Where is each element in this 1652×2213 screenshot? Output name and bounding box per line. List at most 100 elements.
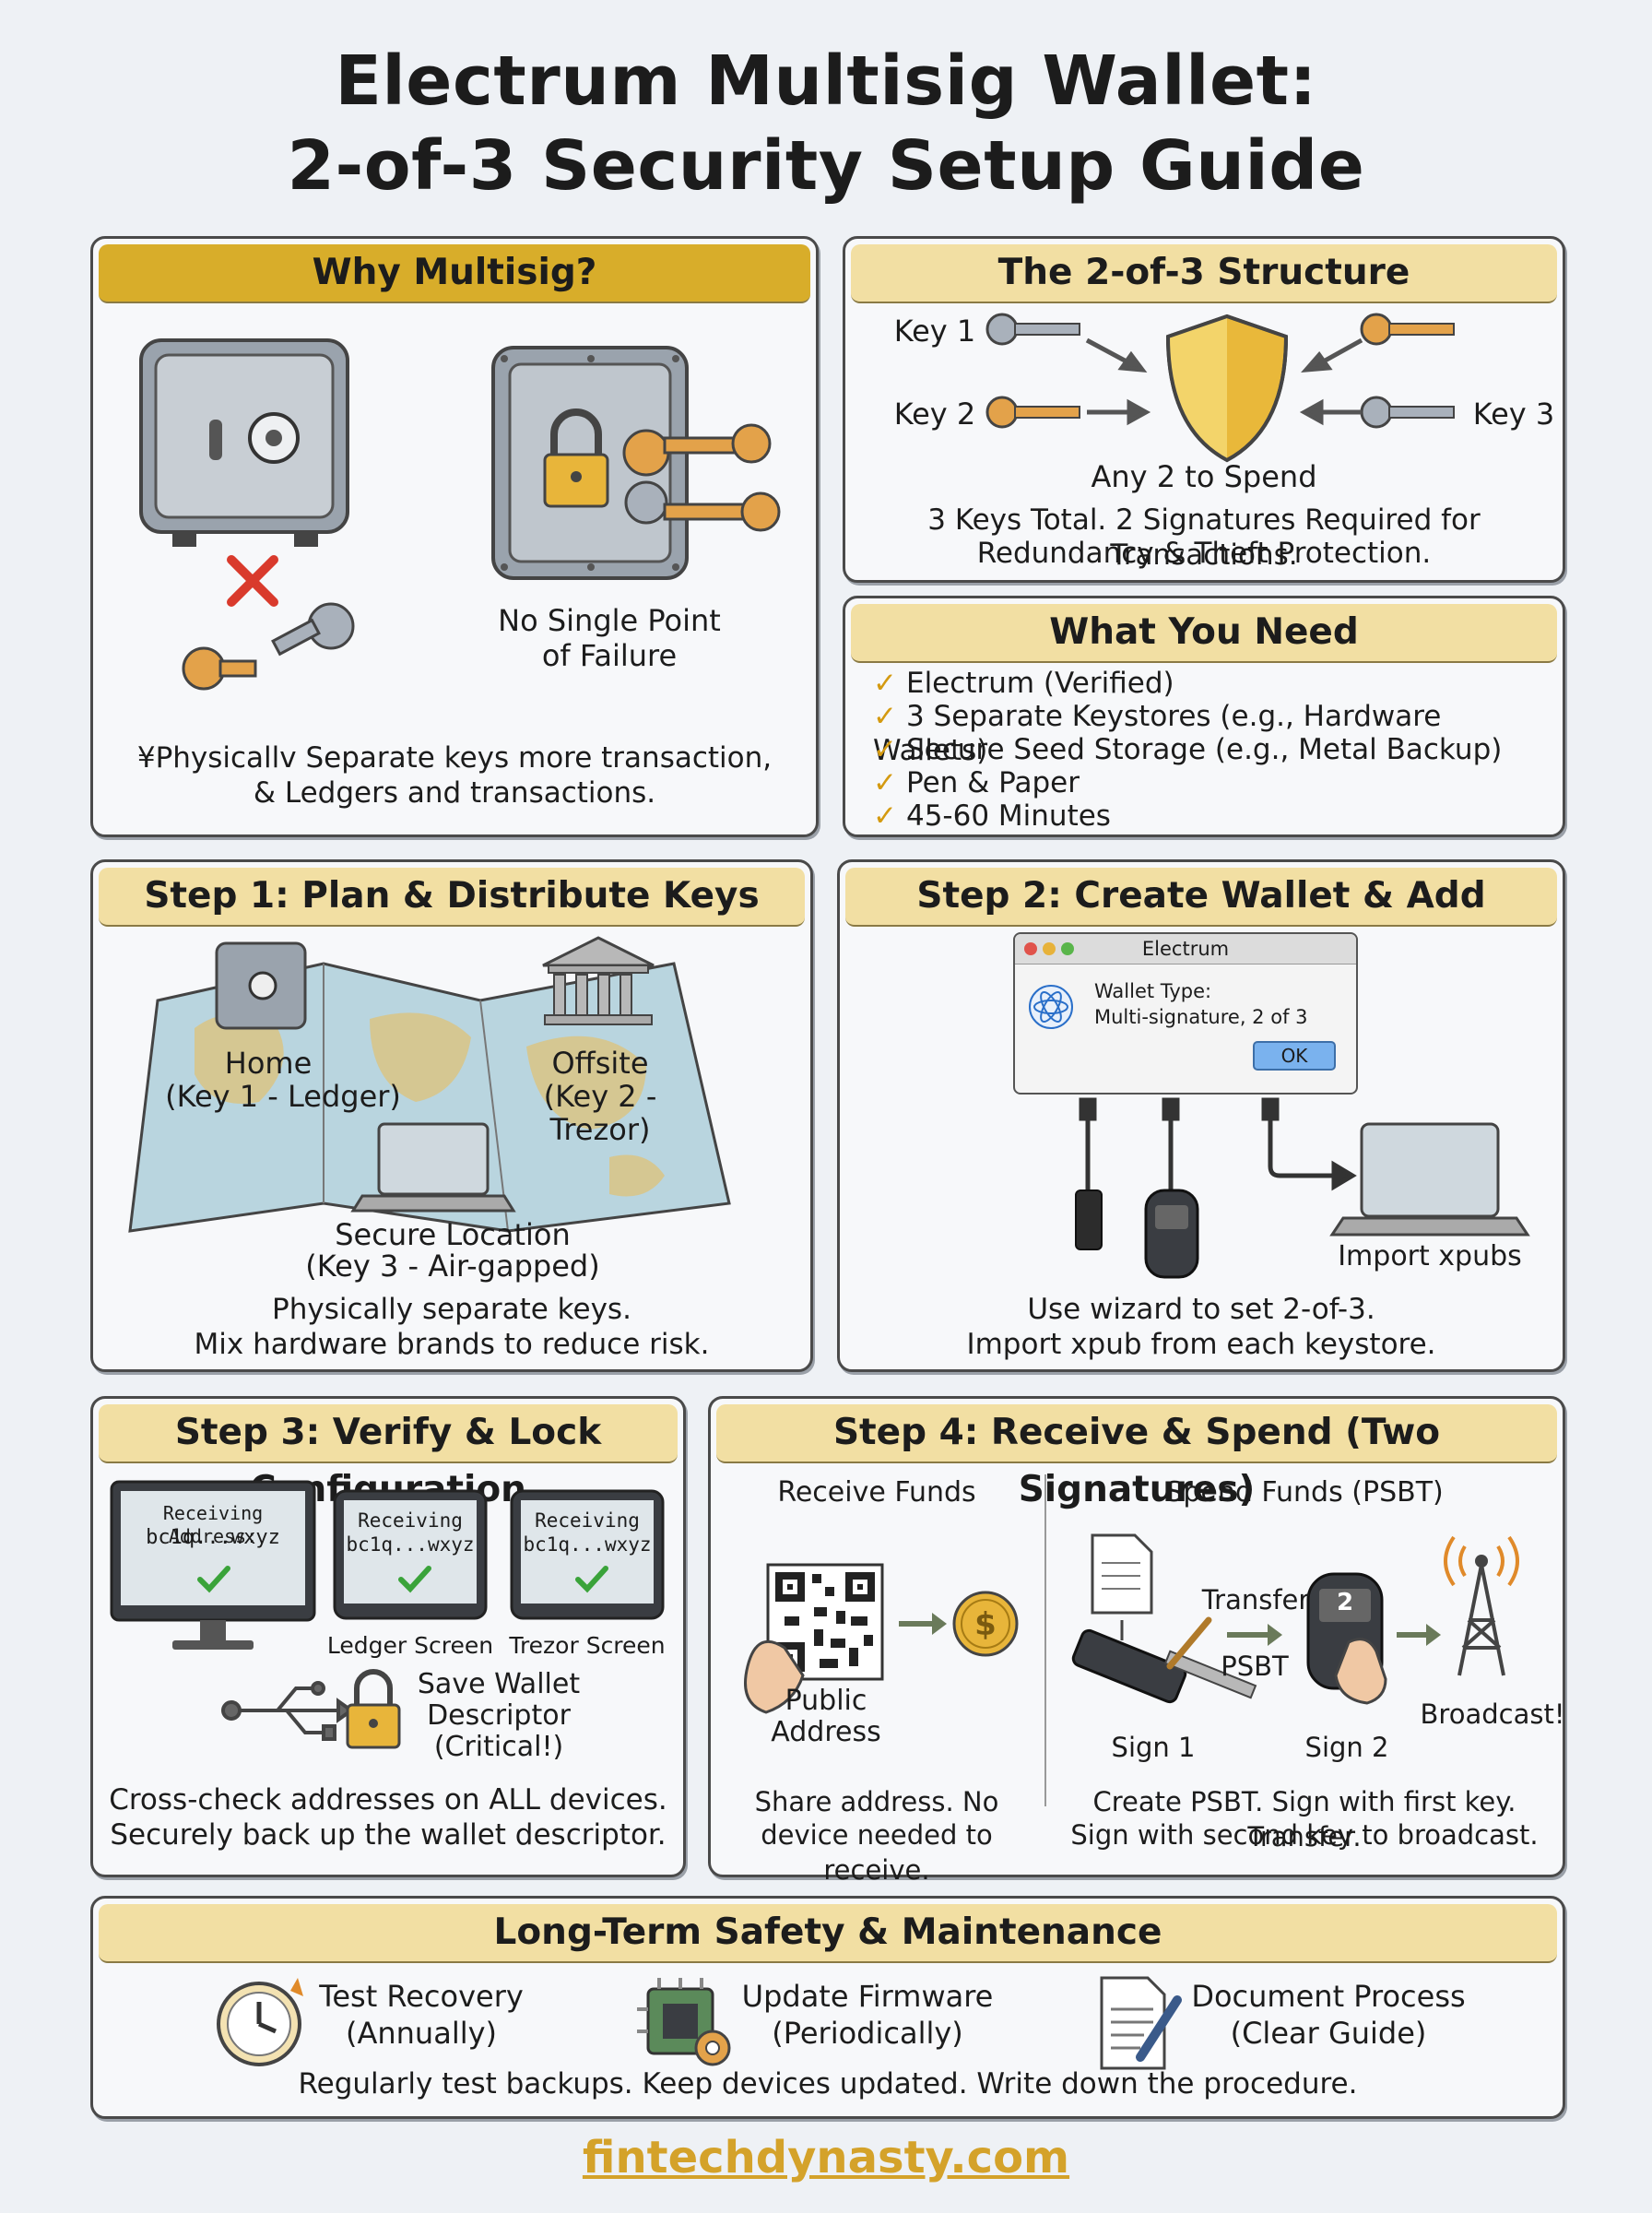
map-icon bbox=[128, 936, 731, 1233]
longterm-panel: Long-Term Safety & Maintenance Test Reco… bbox=[90, 1896, 1565, 2119]
need-item: ✓3 Separate Keystores (e.g., Hardware Wa… bbox=[873, 700, 1442, 767]
ok-button[interactable]: OK bbox=[1253, 1041, 1336, 1071]
structure-header: The 2-of-3 Structure bbox=[851, 244, 1557, 303]
document-pen-icon bbox=[1100, 1976, 1182, 2070]
svg-text:$: $ bbox=[974, 1606, 997, 1643]
ledger-line2: bc1q...wxyz bbox=[346, 1533, 475, 1556]
shield-icon bbox=[985, 313, 1455, 463]
public-line1: Public bbox=[785, 1685, 867, 1717]
secure-key-label: (Key 3 - Air-gapped) bbox=[305, 1249, 600, 1284]
receive-caption-line2: device needed to receive. bbox=[761, 1819, 993, 1886]
check-icon: ✓ bbox=[873, 799, 897, 833]
why-multisig-header: Why Multisig? bbox=[99, 244, 810, 303]
step3-caption-line2: Securely back up the wallet descriptor. bbox=[110, 1818, 667, 1852]
maximize-dot-icon[interactable] bbox=[1061, 942, 1074, 955]
step2-caption-line1: Use wizard to set 2-of-3. bbox=[1027, 1293, 1375, 1326]
offsite-key-label: (Key 2 - Trezor) bbox=[543, 1079, 657, 1147]
check-icon: ✓ bbox=[873, 766, 897, 799]
divider bbox=[1044, 1474, 1046, 1806]
structure-panel: The 2-of-3 Structure Key 1 Key 2 Key 3 A… bbox=[843, 236, 1565, 583]
page-title-line2: 2-of-3 Security Setup Guide bbox=[287, 126, 1365, 206]
step1-caption-line1: Physically separate keys. bbox=[272, 1293, 631, 1326]
step1-caption-line2: Mix hardware brands to reduce risk. bbox=[194, 1328, 710, 1361]
home-label: Home bbox=[224, 1046, 313, 1081]
why-caption-line2: & Ledgers and transactions. bbox=[253, 776, 656, 810]
spend-caption-line1: Create PSBT. Sign with first key. Transf… bbox=[1092, 1786, 1516, 1852]
step1-header: Step 1: Plan & Distribute Keys bbox=[99, 868, 805, 927]
secure-location-label: Secure Location bbox=[335, 1217, 571, 1252]
document-process-line1: Document Process bbox=[1191, 1979, 1466, 2014]
need-item: ✓45-60 Minutes bbox=[873, 799, 1111, 833]
wallet-type-label: Wallet Type: bbox=[1094, 980, 1212, 1002]
any2-label: Any 2 to Spend bbox=[1091, 459, 1317, 494]
spend-title: Spend Funds (PSBT) bbox=[1165, 1476, 1444, 1509]
test-recovery-line2: (Annually) bbox=[345, 2016, 498, 2051]
structure-desc-line1: 3 Keys Total. 2 Signatures Required for … bbox=[927, 503, 1481, 572]
save-line1: Save Wallet bbox=[417, 1668, 581, 1700]
public-line2: Address bbox=[771, 1716, 881, 1748]
close-dot-icon[interactable] bbox=[1024, 942, 1037, 955]
broadcast-label: Broadcast! bbox=[1420, 1698, 1565, 1730]
monitor-line1: Receiving Address: bbox=[162, 1502, 264, 1547]
key2-label: Key 2 bbox=[893, 396, 976, 432]
check-icon: ✓ bbox=[873, 733, 897, 766]
chip-gear-icon bbox=[637, 1978, 731, 2066]
step1-panel: Step 1: Plan & Distribute Keys Home (Key… bbox=[90, 859, 813, 1372]
longterm-caption: Regularly test backups. Keep devices upd… bbox=[298, 2067, 1358, 2101]
what-you-need-panel: What You Need ✓Electrum (Verified) ✓3 Se… bbox=[843, 596, 1565, 837]
trezor-screen-label: Trezor Screen bbox=[509, 1632, 666, 1659]
save-line2: Descriptor bbox=[427, 1699, 571, 1732]
receive-spend-icons: $ bbox=[744, 1533, 1519, 1714]
electrum-logo-icon bbox=[1029, 985, 1073, 1029]
transfer-label: Transfer bbox=[1201, 1584, 1310, 1615]
key1-label: Key 1 bbox=[893, 314, 976, 349]
device-number: 2 bbox=[1336, 1589, 1354, 1616]
check-icon: ✓ bbox=[873, 700, 897, 733]
step3-panel: Step 3: Verify & Lock Configuration Rece… bbox=[90, 1396, 686, 1877]
wallet-type-value: Multi-signature, 2 of 3 bbox=[1094, 1006, 1308, 1028]
trezor-line1: Receiving bbox=[535, 1509, 640, 1532]
sign1-label: Sign 1 bbox=[1111, 1732, 1196, 1763]
spend-caption-line2: Sign with second key to broadcast. bbox=[1070, 1819, 1539, 1851]
footer-link[interactable]: fintechdynasty.com bbox=[582, 2132, 1070, 2183]
update-firmware-line1: Update Firmware bbox=[741, 1979, 994, 2014]
page-title-line1: Electrum Multisig Wallet: bbox=[335, 41, 1317, 121]
document-process-line2: (Clear Guide) bbox=[1230, 2016, 1427, 2051]
need-item: ✓Electrum (Verified) bbox=[873, 667, 1174, 700]
offsite-label: Offsite bbox=[551, 1046, 649, 1081]
cables-icon bbox=[1075, 1097, 1530, 1279]
safe-icon bbox=[139, 338, 781, 691]
step3-caption-line1: Cross-check addresses on ALL devices. bbox=[109, 1783, 667, 1817]
why-caption-line1: ¥Physicallv Separate keys more transacti… bbox=[136, 741, 773, 775]
check-icon: ✓ bbox=[873, 667, 897, 700]
sign2-label: Sign 2 bbox=[1304, 1732, 1389, 1763]
receive-caption-line1: Share address. No bbox=[754, 1786, 999, 1817]
devices-icon bbox=[110, 1480, 665, 1749]
electrum-dialog: Electrum Wallet Type: Multi-signature, 2… bbox=[1013, 932, 1358, 1095]
no-single-point-line2: of Failure bbox=[541, 638, 678, 673]
longterm-header: Long-Term Safety & Maintenance bbox=[99, 1904, 1557, 1963]
psbt-label: PSBT bbox=[1221, 1651, 1289, 1682]
ledger-line1: Receiving bbox=[358, 1509, 463, 1532]
what-you-need-header: What You Need bbox=[851, 604, 1557, 663]
test-recovery-line1: Test Recovery bbox=[319, 1979, 524, 2014]
dialog-title: Electrum bbox=[1141, 938, 1230, 960]
minimize-dot-icon[interactable] bbox=[1043, 942, 1056, 955]
save-line3: (Critical!) bbox=[433, 1731, 564, 1763]
step4-header: Step 4: Receive & Spend (Two Signatures) bbox=[716, 1404, 1557, 1510]
monitor-line2: bc1q...wxyz bbox=[146, 1526, 280, 1549]
why-multisig-panel: Why Multisig? No Single Point of Failure… bbox=[90, 236, 819, 837]
no-single-point-line1: No Single Point bbox=[498, 603, 721, 638]
step4-panel: Step 4: Receive & Spend (Two Signatures)… bbox=[708, 1396, 1565, 1886]
update-firmware-line2: (Periodically) bbox=[772, 2016, 963, 2051]
ledger-screen-label: Ledger Screen bbox=[326, 1632, 494, 1659]
step2-caption-line2: Import xpub from each keystore. bbox=[966, 1328, 1436, 1361]
structure-desc-line2: Redundancy & Theft Protection. bbox=[976, 537, 1432, 570]
import-xpubs-label: Import xpubs bbox=[1338, 1240, 1522, 1272]
need-item: ✓Pen & Paper bbox=[873, 766, 1080, 799]
need-item: ✓Secure Seed Storage (e.g., Metal Backup… bbox=[873, 733, 1503, 766]
step2-panel: Step 2: Create Wallet & Add Cosigners El… bbox=[837, 859, 1565, 1372]
trezor-line2: bc1q...wxyz bbox=[523, 1533, 652, 1556]
dialog-titlebar: Electrum bbox=[1015, 934, 1356, 964]
home-key-label: (Key 1 - Ledger) bbox=[165, 1079, 401, 1114]
